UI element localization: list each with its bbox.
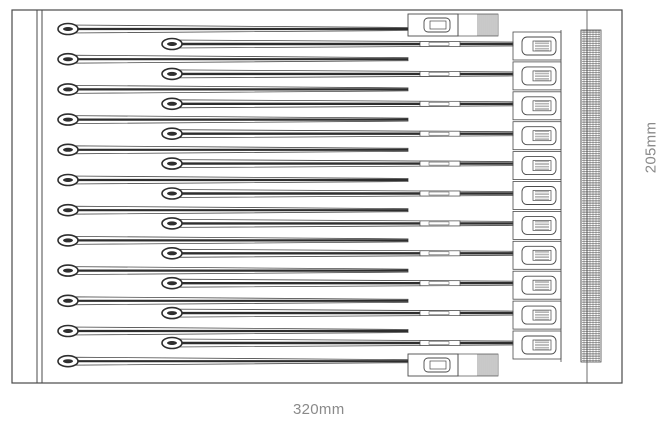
short-tube-eye-center bbox=[167, 161, 177, 166]
hub-port bbox=[429, 360, 447, 370]
tube-clamp-inner bbox=[428, 311, 450, 315]
connector-socket bbox=[521, 215, 557, 235]
right-comb-strip bbox=[580, 29, 602, 363]
tube-clamp-inner bbox=[428, 161, 450, 166]
connector-socket bbox=[521, 335, 557, 355]
connector-port bbox=[532, 279, 552, 291]
tube-clamp bbox=[419, 41, 461, 47]
short-tube-eye-center bbox=[167, 42, 177, 46]
connector-socket bbox=[521, 275, 557, 295]
hub-body bbox=[407, 353, 459, 377]
long-tube-eye-center bbox=[63, 178, 73, 182]
connector-cell bbox=[512, 210, 562, 240]
tube-clamp bbox=[419, 130, 461, 137]
connector-cell bbox=[512, 121, 562, 151]
long-tube-eye-center bbox=[63, 268, 73, 273]
connector-port bbox=[532, 130, 552, 142]
long-tube-eye-center bbox=[63, 87, 73, 92]
tube-clamp bbox=[419, 280, 461, 287]
long-tube-eye-center bbox=[63, 359, 73, 364]
connector-socket bbox=[521, 66, 557, 86]
connector-socket bbox=[521, 305, 557, 325]
tube-clamp-inner bbox=[428, 131, 450, 136]
comb-frame bbox=[580, 29, 602, 363]
tube-clamp-inner bbox=[428, 72, 450, 76]
tube-clamp bbox=[419, 250, 461, 257]
connector-port bbox=[532, 309, 552, 321]
tube-clamp-inner bbox=[428, 42, 450, 46]
tube-clamp bbox=[419, 340, 461, 346]
tube-clamp bbox=[419, 190, 461, 197]
tube-clamp bbox=[419, 220, 461, 227]
connector-cell bbox=[512, 181, 562, 210]
connector-port bbox=[532, 100, 552, 112]
connector-port bbox=[532, 70, 552, 82]
tube-clamp-inner bbox=[428, 341, 450, 345]
short-tube-eye-center bbox=[167, 191, 177, 196]
short-tube-eye-center bbox=[167, 101, 177, 106]
short-tube-eye-center bbox=[167, 221, 177, 226]
tube-clamp-inner bbox=[428, 251, 450, 256]
connector-port bbox=[532, 190, 552, 201]
short-tube-eye-center bbox=[167, 131, 177, 136]
short-tube-eye-center bbox=[167, 341, 177, 345]
hub-extension bbox=[457, 353, 499, 377]
short-tube-eye-center bbox=[167, 311, 177, 316]
hub-socket bbox=[423, 357, 451, 373]
connector-cell bbox=[512, 300, 562, 330]
connector-port bbox=[532, 339, 552, 351]
connector-cell bbox=[512, 91, 562, 121]
connector-cell bbox=[512, 270, 562, 300]
long-tube-eye-center bbox=[63, 238, 73, 243]
bottom-hub-connector bbox=[407, 353, 499, 377]
short-tube-eye-center bbox=[167, 281, 177, 286]
long-tube-eye-center bbox=[63, 147, 73, 152]
tube-clamp-inner bbox=[428, 281, 450, 285]
tube-rows bbox=[57, 22, 514, 368]
right-connectors bbox=[512, 31, 562, 360]
short-tube-eye-center bbox=[167, 251, 177, 256]
tube-clamp bbox=[419, 71, 461, 77]
connector-port bbox=[532, 249, 552, 261]
connector-cell bbox=[512, 151, 562, 181]
tube-clamp-inner bbox=[428, 102, 450, 106]
connector-cell bbox=[512, 61, 562, 91]
hub-socket bbox=[423, 17, 451, 33]
connector-cell bbox=[512, 330, 562, 360]
connector-port bbox=[532, 160, 552, 171]
connector-socket bbox=[521, 126, 557, 146]
top-hub-connector bbox=[407, 13, 499, 37]
tube-clamp-inner bbox=[428, 221, 450, 226]
long-tube-eye-center bbox=[63, 117, 73, 122]
hub-extension bbox=[457, 13, 499, 37]
long-tube-eye-center bbox=[63, 329, 73, 333]
long-tube-eye-center bbox=[63, 27, 73, 31]
connector-socket bbox=[521, 96, 557, 116]
connector-socket bbox=[521, 156, 557, 176]
long-tube-eye-center bbox=[63, 208, 73, 213]
short-tube-eye-center bbox=[167, 71, 177, 76]
long-tube-eye-center bbox=[63, 298, 73, 303]
connector-port bbox=[532, 220, 552, 231]
connector-socket bbox=[521, 36, 557, 56]
connector-cell bbox=[512, 31, 562, 61]
width-dimension-label: 320mm bbox=[293, 401, 345, 418]
tube-clamp bbox=[419, 160, 461, 167]
tube-clamp bbox=[419, 310, 461, 316]
tube-clamp bbox=[419, 100, 461, 107]
long-tube-eye-center bbox=[63, 57, 73, 62]
connector-socket bbox=[521, 245, 557, 265]
hub-port bbox=[429, 20, 447, 30]
tube-clamp-inner bbox=[428, 191, 450, 196]
connector-socket bbox=[521, 186, 557, 205]
connector-port bbox=[532, 40, 552, 52]
height-dimension-label: 205mm bbox=[642, 121, 660, 174]
connector-cell bbox=[512, 240, 562, 270]
hub-body bbox=[407, 13, 459, 37]
